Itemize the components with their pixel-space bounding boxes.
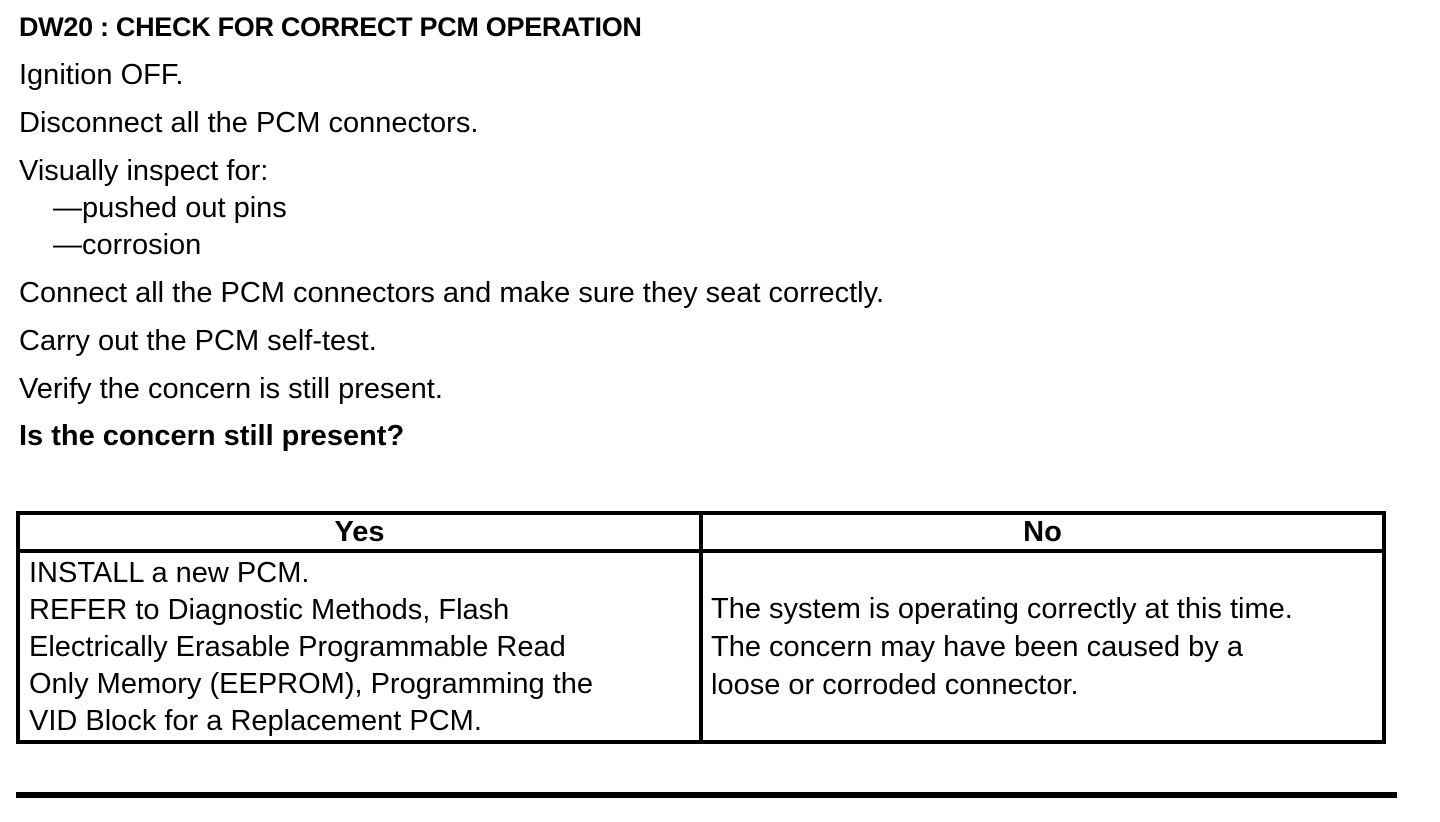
decision-table-header-row: Yes No: [16, 511, 1386, 553]
decision-table-body-row: INSTALL a new PCM. REFER to Diagnostic M…: [16, 549, 1386, 744]
page-bottom-divider: [16, 792, 1397, 798]
no-action-line: The system is operating correctly at thi…: [711, 592, 1293, 625]
yes-action-line: INSTALL a new PCM.: [29, 557, 310, 589]
decision-table: Yes No INSTALL a new PCM. REFER to Diagn…: [16, 511, 1386, 744]
step-ignition-off: Ignition OFF.: [19, 59, 184, 91]
step-self-test: Carry out the PCM self-test.: [19, 325, 377, 357]
decision-question: Is the concern still present?: [19, 420, 405, 452]
yes-column-header: Yes: [16, 511, 703, 553]
step-connect-connectors: Connect all the PCM connectors and make …: [19, 277, 885, 309]
step-disconnect-connectors: Disconnect all the PCM connectors.: [19, 107, 479, 139]
no-action-line: The concern may have been caused by a: [711, 630, 1243, 663]
no-action-cell: The system is operating correctly at thi…: [699, 549, 1386, 744]
no-action-line: loose or corroded connector.: [711, 668, 1079, 701]
yes-action-line: VID Block for a Replacement PCM.: [29, 705, 482, 737]
yes-action-line: Electrically Erasable Programmable Read: [29, 631, 566, 663]
yes-action-cell: INSTALL a new PCM. REFER to Diagnostic M…: [16, 549, 703, 744]
step-verify-concern: Verify the concern is still present.: [19, 373, 443, 405]
no-column-header: No: [699, 511, 1386, 553]
inspect-item-corrosion: —corrosion: [53, 229, 202, 261]
step-visually-inspect: Visually inspect for:: [19, 155, 269, 187]
yes-action-line: Only Memory (EEPROM), Programming the: [29, 668, 594, 700]
yes-action-line: REFER to Diagnostic Methods, Flash: [29, 594, 510, 626]
procedure-title: DW20 : CHECK FOR CORRECT PCM OPERATION: [19, 12, 642, 42]
inspect-item-pushed-out-pins: —pushed out pins: [53, 192, 287, 224]
